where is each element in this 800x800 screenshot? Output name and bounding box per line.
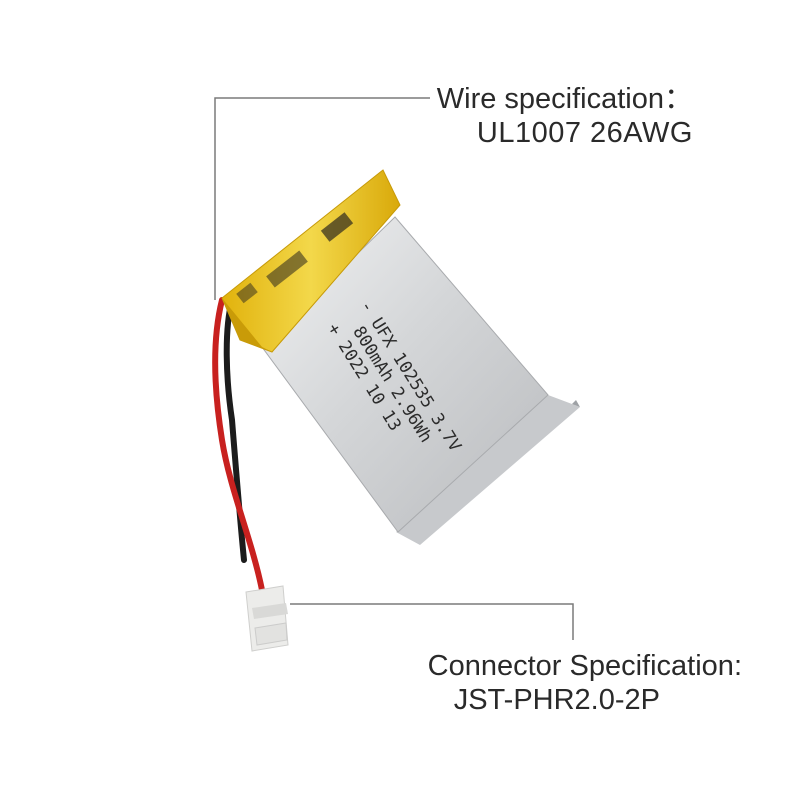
wire-spec-label: Wire specification： xyxy=(436,83,693,115)
connector-callout-line xyxy=(290,603,574,640)
lipo-battery: - UFX 102535 3.7V 800mAh 2.96Wh + 2022 1… xyxy=(221,169,580,545)
wire-callout-line xyxy=(214,97,430,300)
red-wire xyxy=(212,297,265,593)
connector-spec-value: JST-PHR2.0-2P xyxy=(453,684,660,716)
connector-spec-label: Connector Specification: xyxy=(427,650,742,682)
jst-connector xyxy=(245,585,289,652)
wire-spec-value: UL1007 26AWG xyxy=(476,117,693,149)
